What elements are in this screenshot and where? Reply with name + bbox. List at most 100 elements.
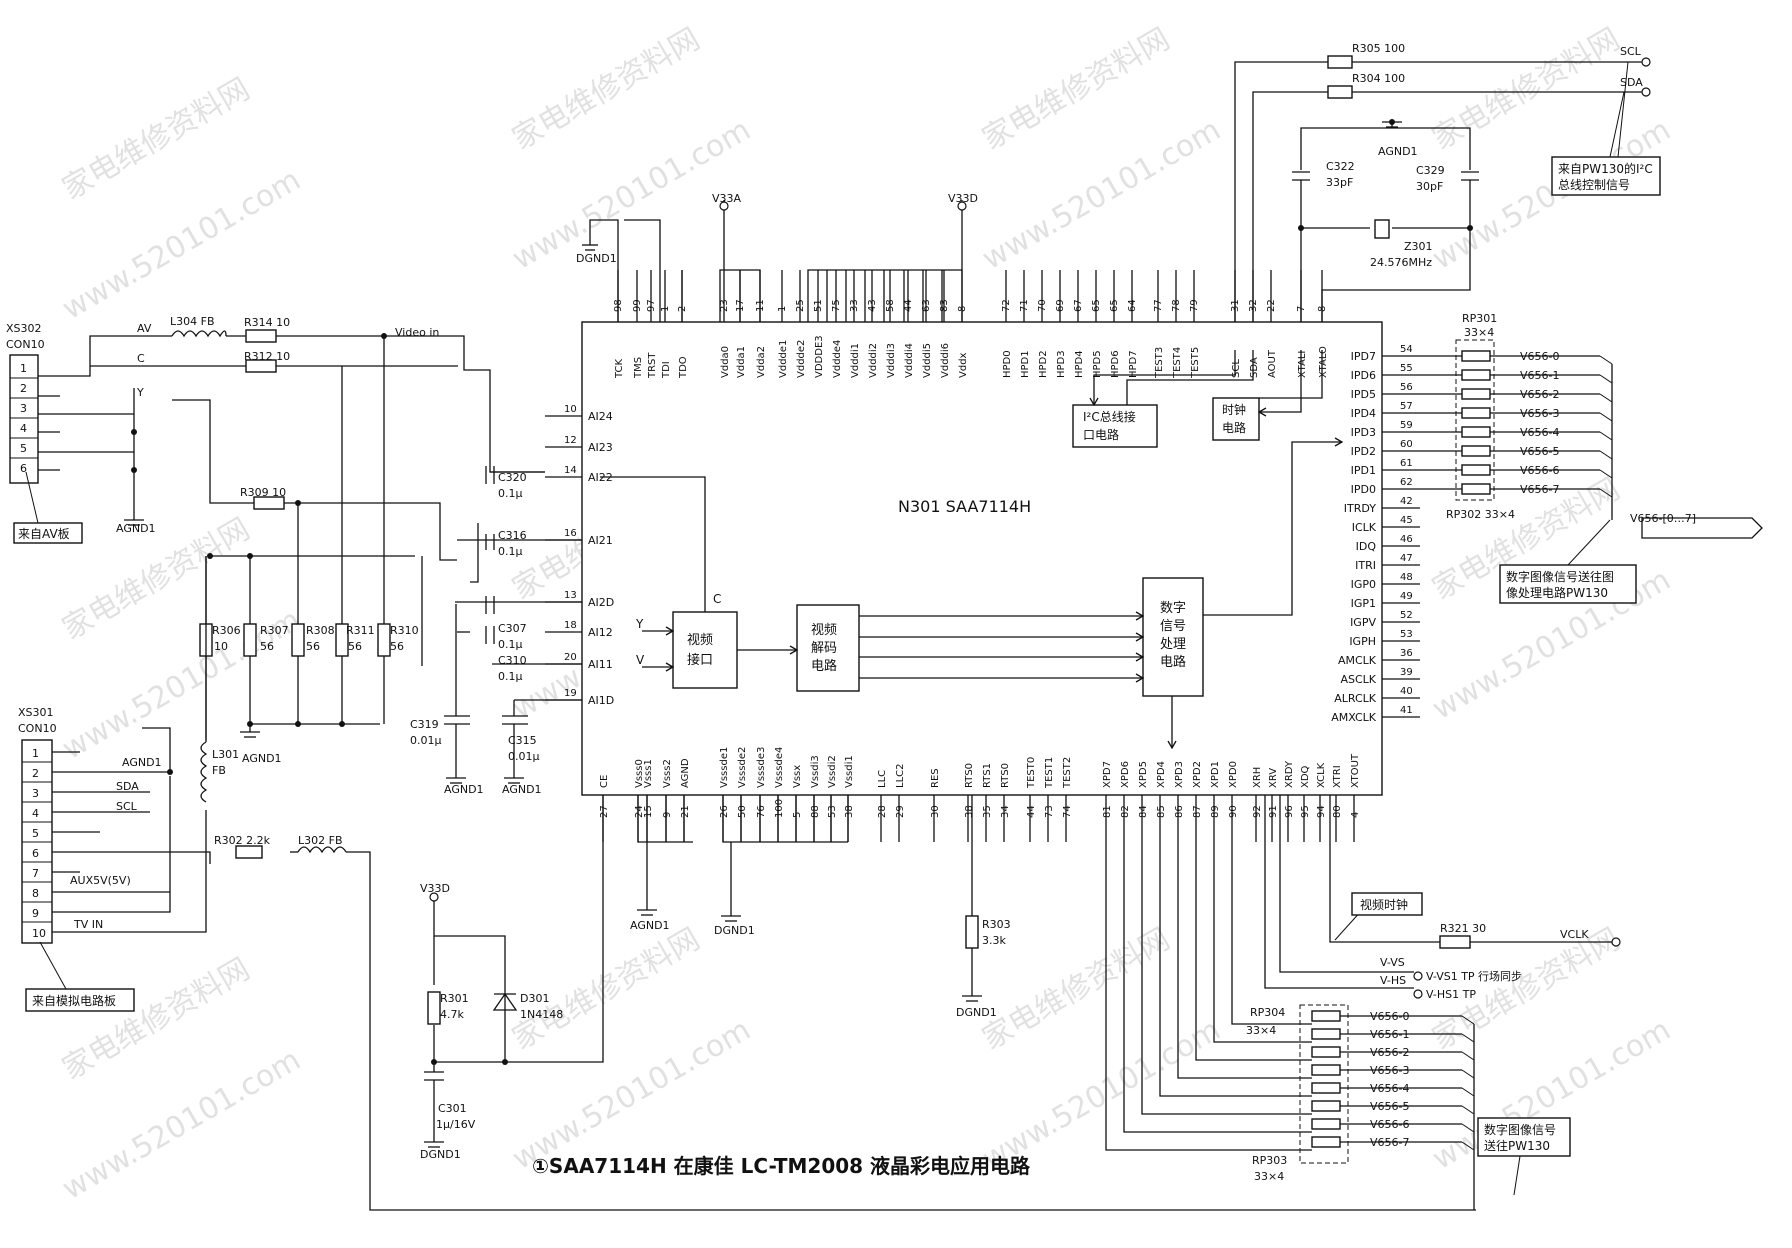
xs301-wiring [52, 556, 1476, 1211]
bottom-pin-name: Vsssde4 [774, 747, 785, 788]
bus-signal-label: V656-3 [1370, 1064, 1410, 1077]
svg-text:R309 10: R309 10 [240, 486, 286, 499]
top-pin-name: TEST4 [1172, 347, 1183, 379]
svg-text:V-HS: V-HS [1380, 974, 1406, 987]
bus-signal-label: V656-7 [1520, 483, 1560, 496]
bottom-pin-name: RTS0 [964, 763, 975, 788]
bottom-pin-name: XDQ [1300, 765, 1311, 788]
svg-text:0.01μ: 0.01μ [410, 734, 442, 747]
bottom-pin-number: 53 [827, 805, 838, 818]
bottom-pin-number: 29 [895, 805, 906, 818]
bus-signal-label: V656-7 [1370, 1136, 1410, 1149]
svg-text:总线控制信号: 总线控制信号 [1558, 178, 1630, 192]
top-pin-name: XTALI [1297, 351, 1308, 378]
watermark-text: 家电维修资料网 [1427, 22, 1626, 157]
internal-signal-paths [600, 350, 1344, 750]
bottom-pin-number: 50 [737, 805, 748, 818]
top-pin-name: AOUT [1267, 349, 1278, 378]
svg-text:C319: C319 [410, 718, 439, 731]
top-pin-number: 33 [849, 299, 860, 312]
watermark-text: 家电维修资料网 [57, 72, 256, 207]
svg-text:RP304: RP304 [1250, 1006, 1285, 1019]
bottom-pin-name: Vssdi1 [844, 755, 855, 788]
right-pin-name: IGP0 [1351, 578, 1376, 591]
top-pin-number: 44 [903, 299, 914, 312]
svg-text:10: 10 [214, 640, 228, 653]
top-pin-number: 71 [1019, 299, 1030, 312]
top-pin-name: HPD3 [1056, 350, 1067, 378]
top-pin-name: HPD1 [1020, 350, 1031, 378]
svg-text:来自模拟电路板: 来自模拟电路板 [32, 993, 116, 1008]
svg-text:56: 56 [260, 640, 274, 653]
svg-text:数字图像信号: 数字图像信号 [1484, 1122, 1556, 1137]
top-pin-name: XTALO [1318, 346, 1329, 378]
svg-text:0.1μ: 0.1μ [498, 670, 523, 683]
supply-rails-top [582, 200, 963, 322]
bus-entry [1461, 1033, 1475, 1043]
right-pin-name: IPD0 [1351, 483, 1376, 496]
crystal-and-i2c-lines [1234, 61, 1642, 322]
bottom-pin-number: 28 [877, 805, 888, 818]
svg-text:DGND1: DGND1 [576, 252, 617, 265]
svg-text:3.3k: 3.3k [982, 934, 1006, 947]
svg-text:SDA: SDA [1620, 76, 1643, 89]
bottom-pin-name: XPD3 [1174, 761, 1185, 788]
top-pin-name: VDDDE3 [814, 335, 825, 378]
right-pin-number: 39 [1400, 667, 1413, 678]
diagram-title: ①SAA7114H 在康佳 LC-TM2008 液晶彩电应用电路 [532, 1154, 1031, 1178]
svg-text:接口: 接口 [687, 652, 713, 668]
right-pin-number: 46 [1400, 534, 1413, 545]
bottom-pin-number: 21 [680, 805, 691, 818]
top-pin-name: Vddde4 [832, 340, 843, 378]
right-pin-number: 56 [1400, 382, 1413, 393]
bottom-pin-number: 82 [1120, 805, 1131, 818]
svg-text:0.01μ: 0.01μ [508, 750, 540, 763]
left-pin-name: AI12 [588, 626, 613, 639]
svg-text:V: V [636, 653, 645, 667]
bottom-pin-name: XPD1 [1210, 761, 1221, 788]
bottom-pin-number: 87 [1192, 805, 1203, 818]
top-pin-name: Vdddi2 [868, 343, 879, 378]
right-pin-number: 41 [1400, 705, 1413, 716]
pack-resistor [1461, 464, 1491, 476]
svg-text:DGND1: DGND1 [956, 1006, 997, 1019]
svg-text:RP303: RP303 [1252, 1154, 1287, 1167]
note-from-analog-board: 来自模拟电路板 [25, 941, 135, 1012]
svg-text:视频时钟: 视频时钟 [1360, 897, 1408, 912]
bottom-pin-name: TEST0 [1026, 757, 1037, 789]
top-pin-name: Vdddi1 [850, 343, 861, 378]
right-pin-number: 61 [1400, 458, 1413, 469]
svg-text:AGND1: AGND1 [242, 752, 282, 765]
svg-text:C301: C301 [438, 1102, 467, 1115]
bus-signal-label: V656-5 [1520, 445, 1560, 458]
bottom-pin-number: 95 [1300, 805, 1311, 818]
right-pin-name: ITRI [1355, 559, 1376, 572]
bottom-pin-number: 74 [1062, 805, 1073, 818]
right-pin-number: 36 [1400, 648, 1413, 659]
svg-text:56: 56 [306, 640, 320, 653]
svg-text:送往PW130: 送往PW130 [1484, 1138, 1550, 1153]
top-pin-name: TCK [614, 358, 625, 379]
chip-right-pins: 54IPD755IPD656IPD557IPD459IPD360IPD261IP… [1331, 344, 1420, 724]
bottom-pin-name: Vsssde1 [719, 747, 730, 788]
xpd-bus-line [1177, 842, 1312, 1079]
top-pin-number: 70 [1037, 299, 1048, 312]
svg-text:I²C总线接: I²C总线接 [1083, 409, 1136, 424]
svg-text:来自PW130的I²C: 来自PW130的I²C [1558, 161, 1653, 176]
pack-resistor [1461, 388, 1491, 400]
right-pin-number: 47 [1400, 553, 1413, 564]
svg-text:56: 56 [348, 640, 362, 653]
bus-signal-label: V656-0 [1370, 1010, 1410, 1023]
svg-text:0.1μ: 0.1μ [498, 487, 523, 500]
top-pin-name: Vdddi4 [904, 343, 915, 378]
bottom-pin-name: Vssx [792, 765, 803, 788]
top-pin-number: 67 [1073, 299, 1084, 312]
top-pin-number: 65 [1109, 299, 1120, 312]
svg-text:C320: C320 [498, 471, 527, 484]
top-pin-number: 99 [632, 299, 643, 312]
svg-text:AGND1: AGND1 [630, 919, 670, 932]
svg-text:AGND1: AGND1 [444, 783, 484, 796]
pack-resistor [1311, 1028, 1341, 1040]
connector-pin-number: 6 [20, 462, 27, 475]
